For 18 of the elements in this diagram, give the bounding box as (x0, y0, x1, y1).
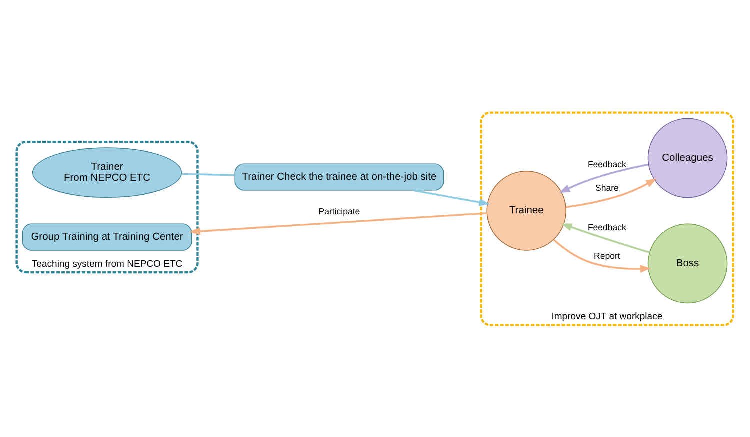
node-circle: Colleagues (648, 118, 728, 198)
edge-label: Participate (318, 206, 360, 216)
arrow (566, 178, 658, 208)
edge-label: Report (594, 250, 620, 260)
edge-label: Feedback (588, 158, 626, 169)
arrow (561, 223, 650, 254)
edge-label: Share (595, 182, 619, 192)
arrow (559, 163, 649, 193)
arrow (189, 212, 488, 235)
connector (182, 172, 235, 176)
arrow (412, 189, 490, 206)
node-box: Trainer Check the trainee at on-the-job site (234, 163, 444, 190)
node-circle: Trainee (486, 170, 567, 250)
node-box: Group Training at Training Center (22, 223, 192, 250)
node-circle: Boss (648, 223, 728, 304)
node-ellipse: Trainer From NEPCO ETC (32, 147, 182, 198)
edge-label: Feedback (588, 222, 626, 232)
arrow (553, 238, 652, 272)
